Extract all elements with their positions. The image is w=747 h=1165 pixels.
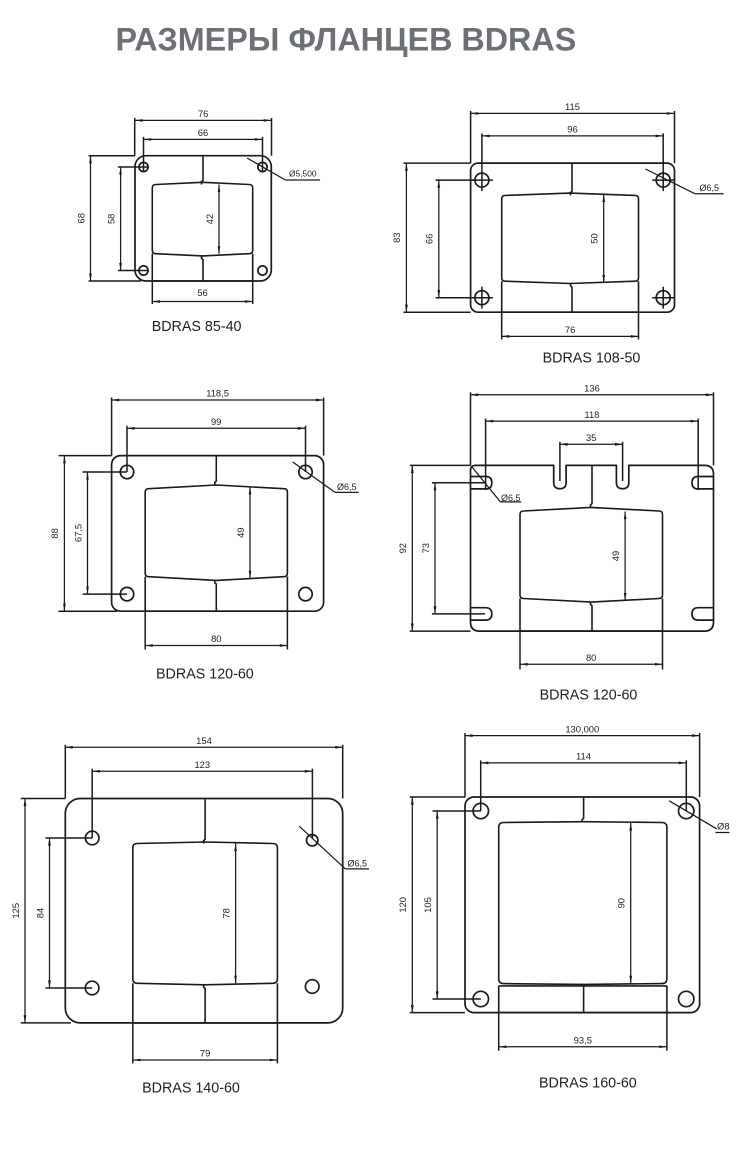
svg-text:Ø6,5: Ø6,5 <box>699 183 719 193</box>
svg-text:Ø6,5: Ø6,5 <box>337 482 357 492</box>
svg-text:99: 99 <box>211 416 221 427</box>
svg-text:Ø6,5: Ø6,5 <box>347 858 367 868</box>
svg-text:84: 84 <box>34 908 45 918</box>
svg-text:66: 66 <box>424 234 435 244</box>
svg-text:66: 66 <box>198 127 208 138</box>
svg-text:118,5: 118,5 <box>206 388 229 399</box>
svg-text:67,5: 67,5 <box>72 524 83 542</box>
svg-text:120: 120 <box>397 897 408 913</box>
svg-text:88: 88 <box>49 528 60 538</box>
svg-text:58: 58 <box>105 214 116 224</box>
svg-text:154: 154 <box>196 735 212 746</box>
svg-text:93,5: 93,5 <box>574 1035 592 1046</box>
svg-text:68: 68 <box>75 213 86 223</box>
svg-text:BDRAS 120-60: BDRAS 120-60 <box>540 687 638 703</box>
svg-text:BDRAS 140-60: BDRAS 140-60 <box>142 1080 240 1096</box>
svg-text:35: 35 <box>586 432 596 443</box>
svg-text:BDRAS 85-40: BDRAS 85-40 <box>152 319 242 335</box>
svg-text:123: 123 <box>194 759 210 770</box>
svg-text:76: 76 <box>198 108 208 119</box>
svg-text:56: 56 <box>197 287 207 298</box>
svg-text:83: 83 <box>391 232 402 242</box>
svg-text:Ø8: Ø8 <box>717 821 730 832</box>
svg-text:130,000: 130,000 <box>565 723 599 734</box>
svg-text:105: 105 <box>422 897 433 913</box>
svg-text:BDRAS 120-60: BDRAS 120-60 <box>156 666 254 682</box>
svg-text:92: 92 <box>397 543 408 553</box>
svg-text:125: 125 <box>10 903 21 919</box>
svg-text:118: 118 <box>584 409 599 420</box>
svg-text:90: 90 <box>616 898 627 908</box>
svg-text:BDRAS 160-60: BDRAS 160-60 <box>539 1076 637 1092</box>
svg-text:79: 79 <box>200 1048 210 1059</box>
svg-text:Ø5,500: Ø5,500 <box>289 169 317 179</box>
svg-text:78: 78 <box>220 908 231 918</box>
svg-text:115: 115 <box>565 101 580 112</box>
svg-text:49: 49 <box>610 551 621 561</box>
svg-text:Ø6,5: Ø6,5 <box>501 493 521 503</box>
svg-text:114: 114 <box>576 751 591 762</box>
svg-text:80: 80 <box>211 633 221 644</box>
svg-text:76: 76 <box>565 324 575 335</box>
svg-text:80: 80 <box>586 652 596 663</box>
svg-text:136: 136 <box>584 383 600 394</box>
svg-text:РАЗМЕРЫ ФЛАНЦЕВ BDRAS: РАЗМЕРЫ ФЛАНЦЕВ BDRAS <box>116 21 577 57</box>
svg-text:96: 96 <box>567 124 577 135</box>
svg-text:49: 49 <box>235 527 246 537</box>
svg-text:BDRAS 108-50: BDRAS 108-50 <box>543 350 641 366</box>
svg-text:73: 73 <box>420 543 431 553</box>
svg-text:42: 42 <box>204 214 215 224</box>
svg-text:50: 50 <box>589 233 600 243</box>
